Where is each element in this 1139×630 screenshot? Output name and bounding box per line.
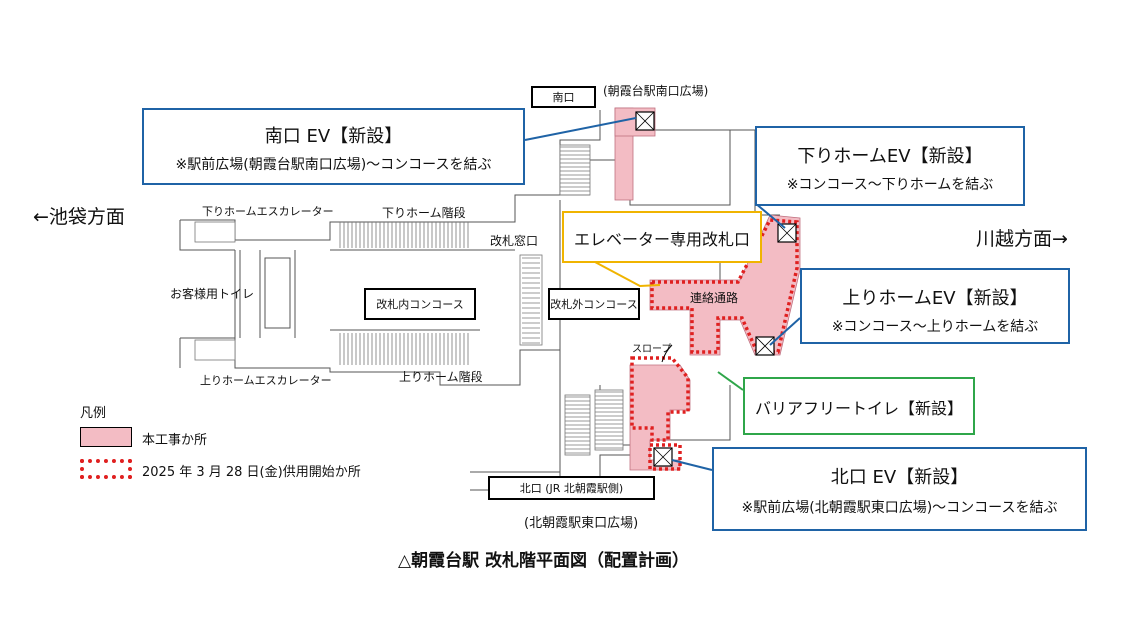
- leader-up-ev: [769, 317, 801, 346]
- south-exit-label: 南口: [531, 86, 596, 108]
- leader-down-ev: [754, 202, 786, 229]
- up-ev-title: 上りホームEV【新設】: [842, 288, 1028, 309]
- restroom-label: お客様用トイレ: [170, 287, 255, 301]
- up-ev-desc: ※コンコース～上りホームを結ぶ: [831, 319, 1039, 335]
- down-ev-desc: ※コンコース～下りホームを結ぶ: [786, 177, 994, 193]
- callout-down-ev: 下りホームEV【新設】 ※コンコース～下りホームを結ぶ: [755, 126, 1025, 206]
- up-escalator-label: 上りホームエスカレーター: [200, 374, 332, 387]
- ticket-window-label: 改札窓口: [490, 234, 539, 248]
- open-area-outlines: [630, 218, 799, 471]
- elevator-gate-title: エレベーター専用改札口: [573, 230, 750, 249]
- north-plaza-label: (北朝霞駅東口広場): [524, 516, 639, 531]
- outer-concourse-label: 改札外コンコース: [548, 288, 640, 320]
- south-ev-desc: ※駅前広場(朝霞台駅南口広場)～コンコースを結ぶ: [175, 157, 492, 173]
- stairs-lines: [339, 146, 623, 454]
- direction-ikebukuro: ←池袋方面: [33, 206, 125, 228]
- elevator-cross-marks: [635, 111, 797, 467]
- north-ev-desc: ※駅前広場(北朝霞駅東口広場)～コンコースを結ぶ: [741, 500, 1058, 516]
- legend-open-label: 2025 年 3 月 28 日(金)供用開始か所: [142, 465, 361, 480]
- north-ev-title: 北口 EV【新設】: [830, 467, 969, 488]
- work-area-shapes: [614, 107, 801, 471]
- figure-caption: △朝霞台駅 改札階平面図（配置計画）: [398, 551, 689, 571]
- south-ev-title: 南口 EV【新設】: [264, 126, 403, 147]
- up-stairs-label: 上りホーム階段: [399, 370, 483, 384]
- callout-barrier-free-toilet: バリアフリートイレ【新設】: [743, 377, 975, 435]
- slope-label: スロープ: [632, 344, 672, 355]
- down-stairs-label: 下りホーム階段: [382, 206, 466, 220]
- callout-up-ev: 上りホームEV【新設】 ※コンコース～上りホームを結ぶ: [800, 268, 1070, 344]
- legend-open-swatch: [80, 459, 132, 479]
- callout-north-ev: 北口 EV【新設】 ※駅前広場(北朝霞駅東口広場)～コンコースを結ぶ: [712, 447, 1087, 531]
- down-ev-title: 下りホームEV【新設】: [797, 146, 983, 167]
- slope-arrow: [661, 344, 673, 363]
- toilet-title: バリアフリートイレ【新設】: [754, 399, 963, 418]
- legend-work-swatch: [80, 427, 132, 447]
- callout-south-ev: 南口 EV【新設】 ※駅前広場(朝霞台駅南口広場)～コンコースを結ぶ: [142, 108, 525, 185]
- legend-title: 凡例: [80, 406, 107, 421]
- leader-elevator-gate: [594, 261, 661, 288]
- legend-work-label: 本工事か所: [142, 433, 208, 448]
- leader-toilet: [717, 371, 744, 391]
- down-escalator-label: 下りホームエスカレーター: [202, 205, 334, 218]
- north-exit-label: 北口 (JR 北朝霞駅側): [488, 476, 655, 500]
- callout-elevator-gate: エレベーター専用改札口: [562, 211, 762, 263]
- leader-south-ev: [524, 117, 637, 141]
- leader-north-ev: [671, 459, 713, 471]
- passage-label: 連絡通路: [690, 291, 739, 305]
- direction-kawagoe: 川越方面→: [976, 228, 1068, 250]
- inner-concourse-label: 改札内コンコース: [364, 288, 476, 320]
- south-plaza-label: (朝霞台駅南口広場): [603, 84, 709, 98]
